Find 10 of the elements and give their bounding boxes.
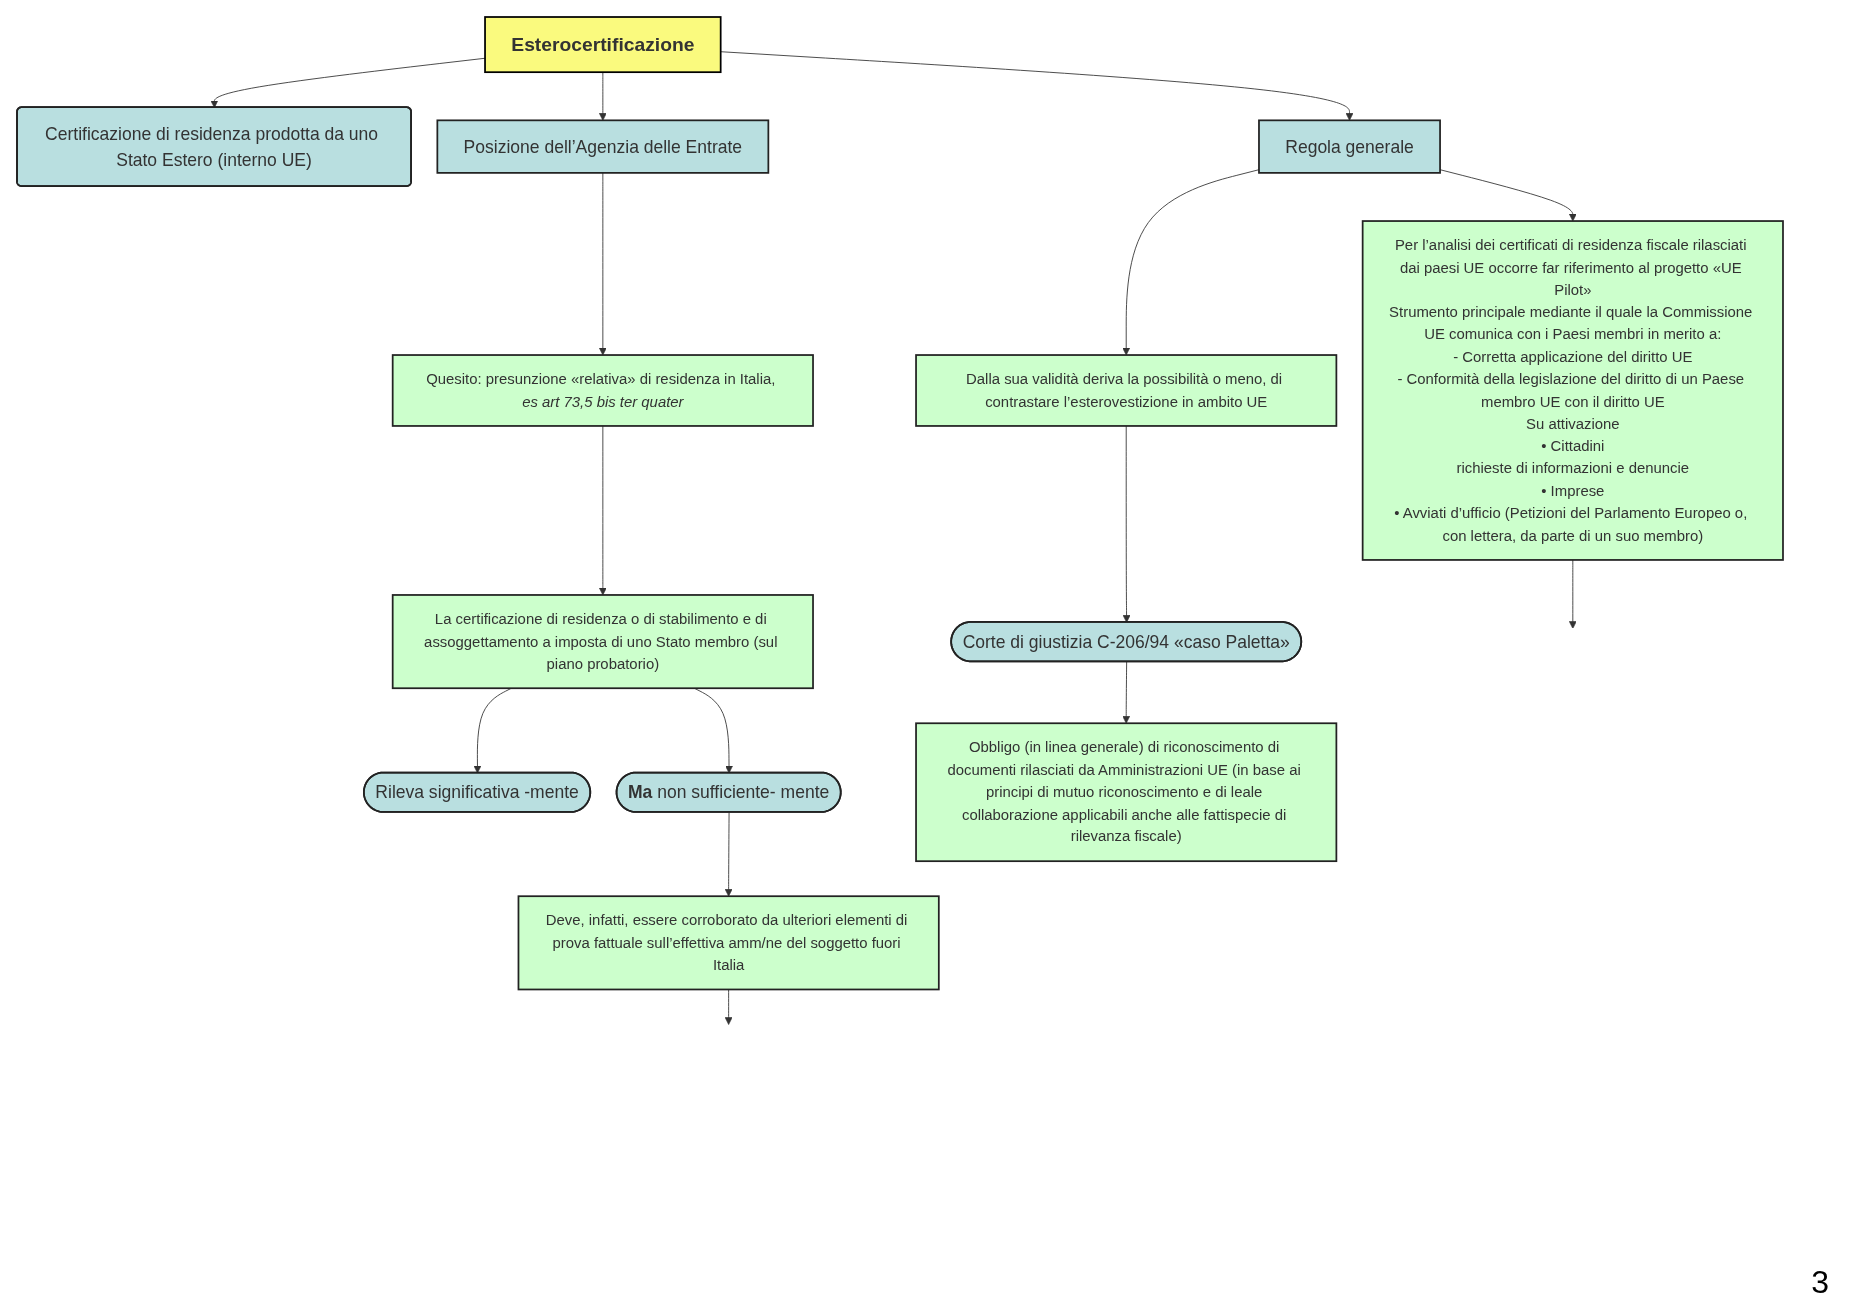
node-box: Posizione dell’Agenzia delle Entrate <box>436 119 770 174</box>
node-box: Esterocertificazione <box>484 16 722 74</box>
node-box: Dalla sua validità deriva la possibilità o meno, di contrastare l’esterovestizione in ambito UE <box>915 354 1338 427</box>
node-box: Per l’analisi dei certificati di residenza fiscale rilasciati dai paesi UE occorre far riferimento al progetto «UE Pilot» Strumento principale mediante il quale la Commissione UE comunica con i Paesi membri in merito a: - Corretta applicazione del diritto UE - Conformità della legislazione del diritto di un Paese membro UE con il diritto UE Su attivazione • Cittadini richieste di informazioni e denuncie • Imprese • Avviati d’ufficio (Petizioni del Parlamento Europeo o, con lettera, da parte di un suo membro) <box>1361 220 1784 561</box>
node-box: Regola generale <box>1258 119 1441 174</box>
node-box: Quesito: presunzione «relativa» di residenza in Italia, es art 73,5 bis ter quater <box>391 354 814 427</box>
page-number: 3 <box>1811 1264 1829 1301</box>
node-box: Deve, infatti, essere corroborato da ulteriori elementi di prova fattuale sull’effettiva amm/ne del soggetto fuori Italia <box>517 895 940 991</box>
node-box: Obbligo (in linea generale) di riconoscimento di documenti rilasciati da Amministrazioni UE (in base ai principi di mutuo riconoscimento e di leale collaborazione applicabili anche alle fattispecie di rilevanza fiscale) <box>915 722 1338 863</box>
node-box: La certificazione di residenza o di stabilimento e di assoggettamento a imposta di uno Stato membro (sul piano probatorio) <box>391 594 814 690</box>
